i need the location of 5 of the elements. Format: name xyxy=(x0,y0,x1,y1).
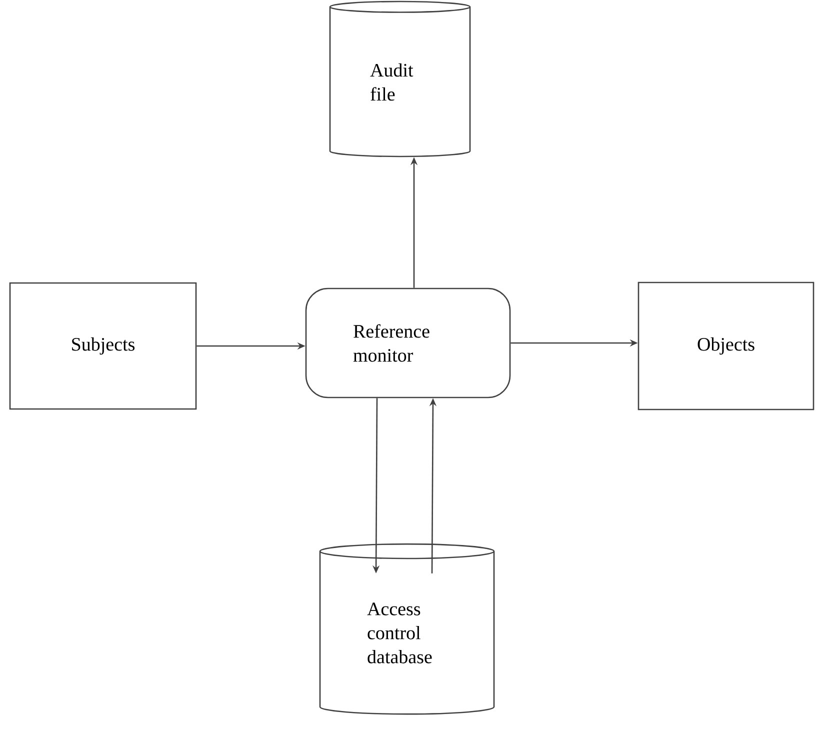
process-box: Reference monitor xyxy=(305,288,511,398)
database-cylinder: Access control database xyxy=(319,543,495,715)
entity-box: Objects xyxy=(638,282,814,410)
database-cylinder: Audit file xyxy=(329,0,471,158)
entity-box: Subjects xyxy=(9,282,197,410)
